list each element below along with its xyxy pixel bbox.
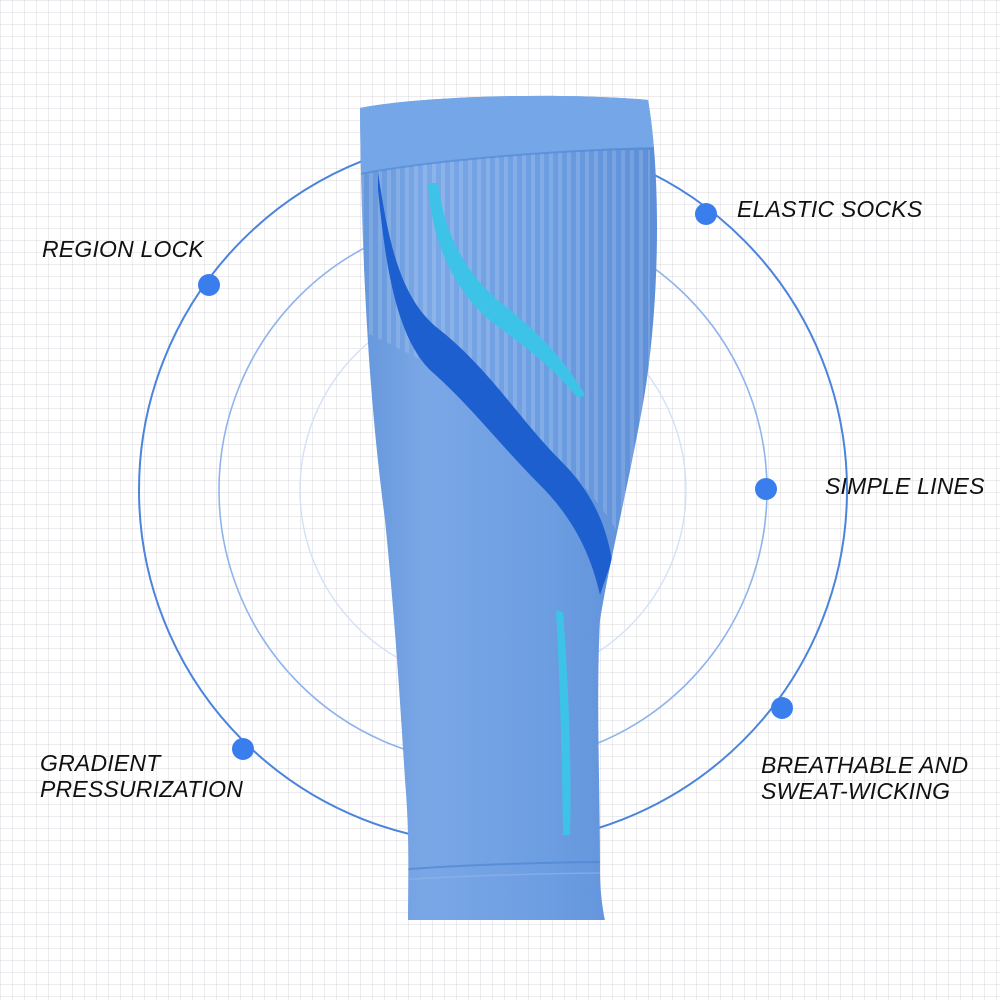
compression-sleeve-image (360, 95, 658, 920)
dot-gradient-pressurization (232, 738, 254, 760)
feature-label-region-lock: REGION LOCK (42, 236, 204, 262)
feature-label-gradient-pressurization: GRADIENT PRESSURIZATION (40, 750, 244, 802)
feature-label-breathable: BREATHABLE AND SWEAT-WICKING (761, 752, 969, 804)
dot-simple-lines (755, 478, 777, 500)
dot-breathable (771, 697, 793, 719)
dot-region-lock (198, 274, 220, 296)
feature-label-simple-lines: SIMPLE LINES (825, 473, 985, 499)
dot-elastic-socks (695, 203, 717, 225)
feature-label-elastic-socks: ELASTIC SOCKS (737, 196, 923, 222)
